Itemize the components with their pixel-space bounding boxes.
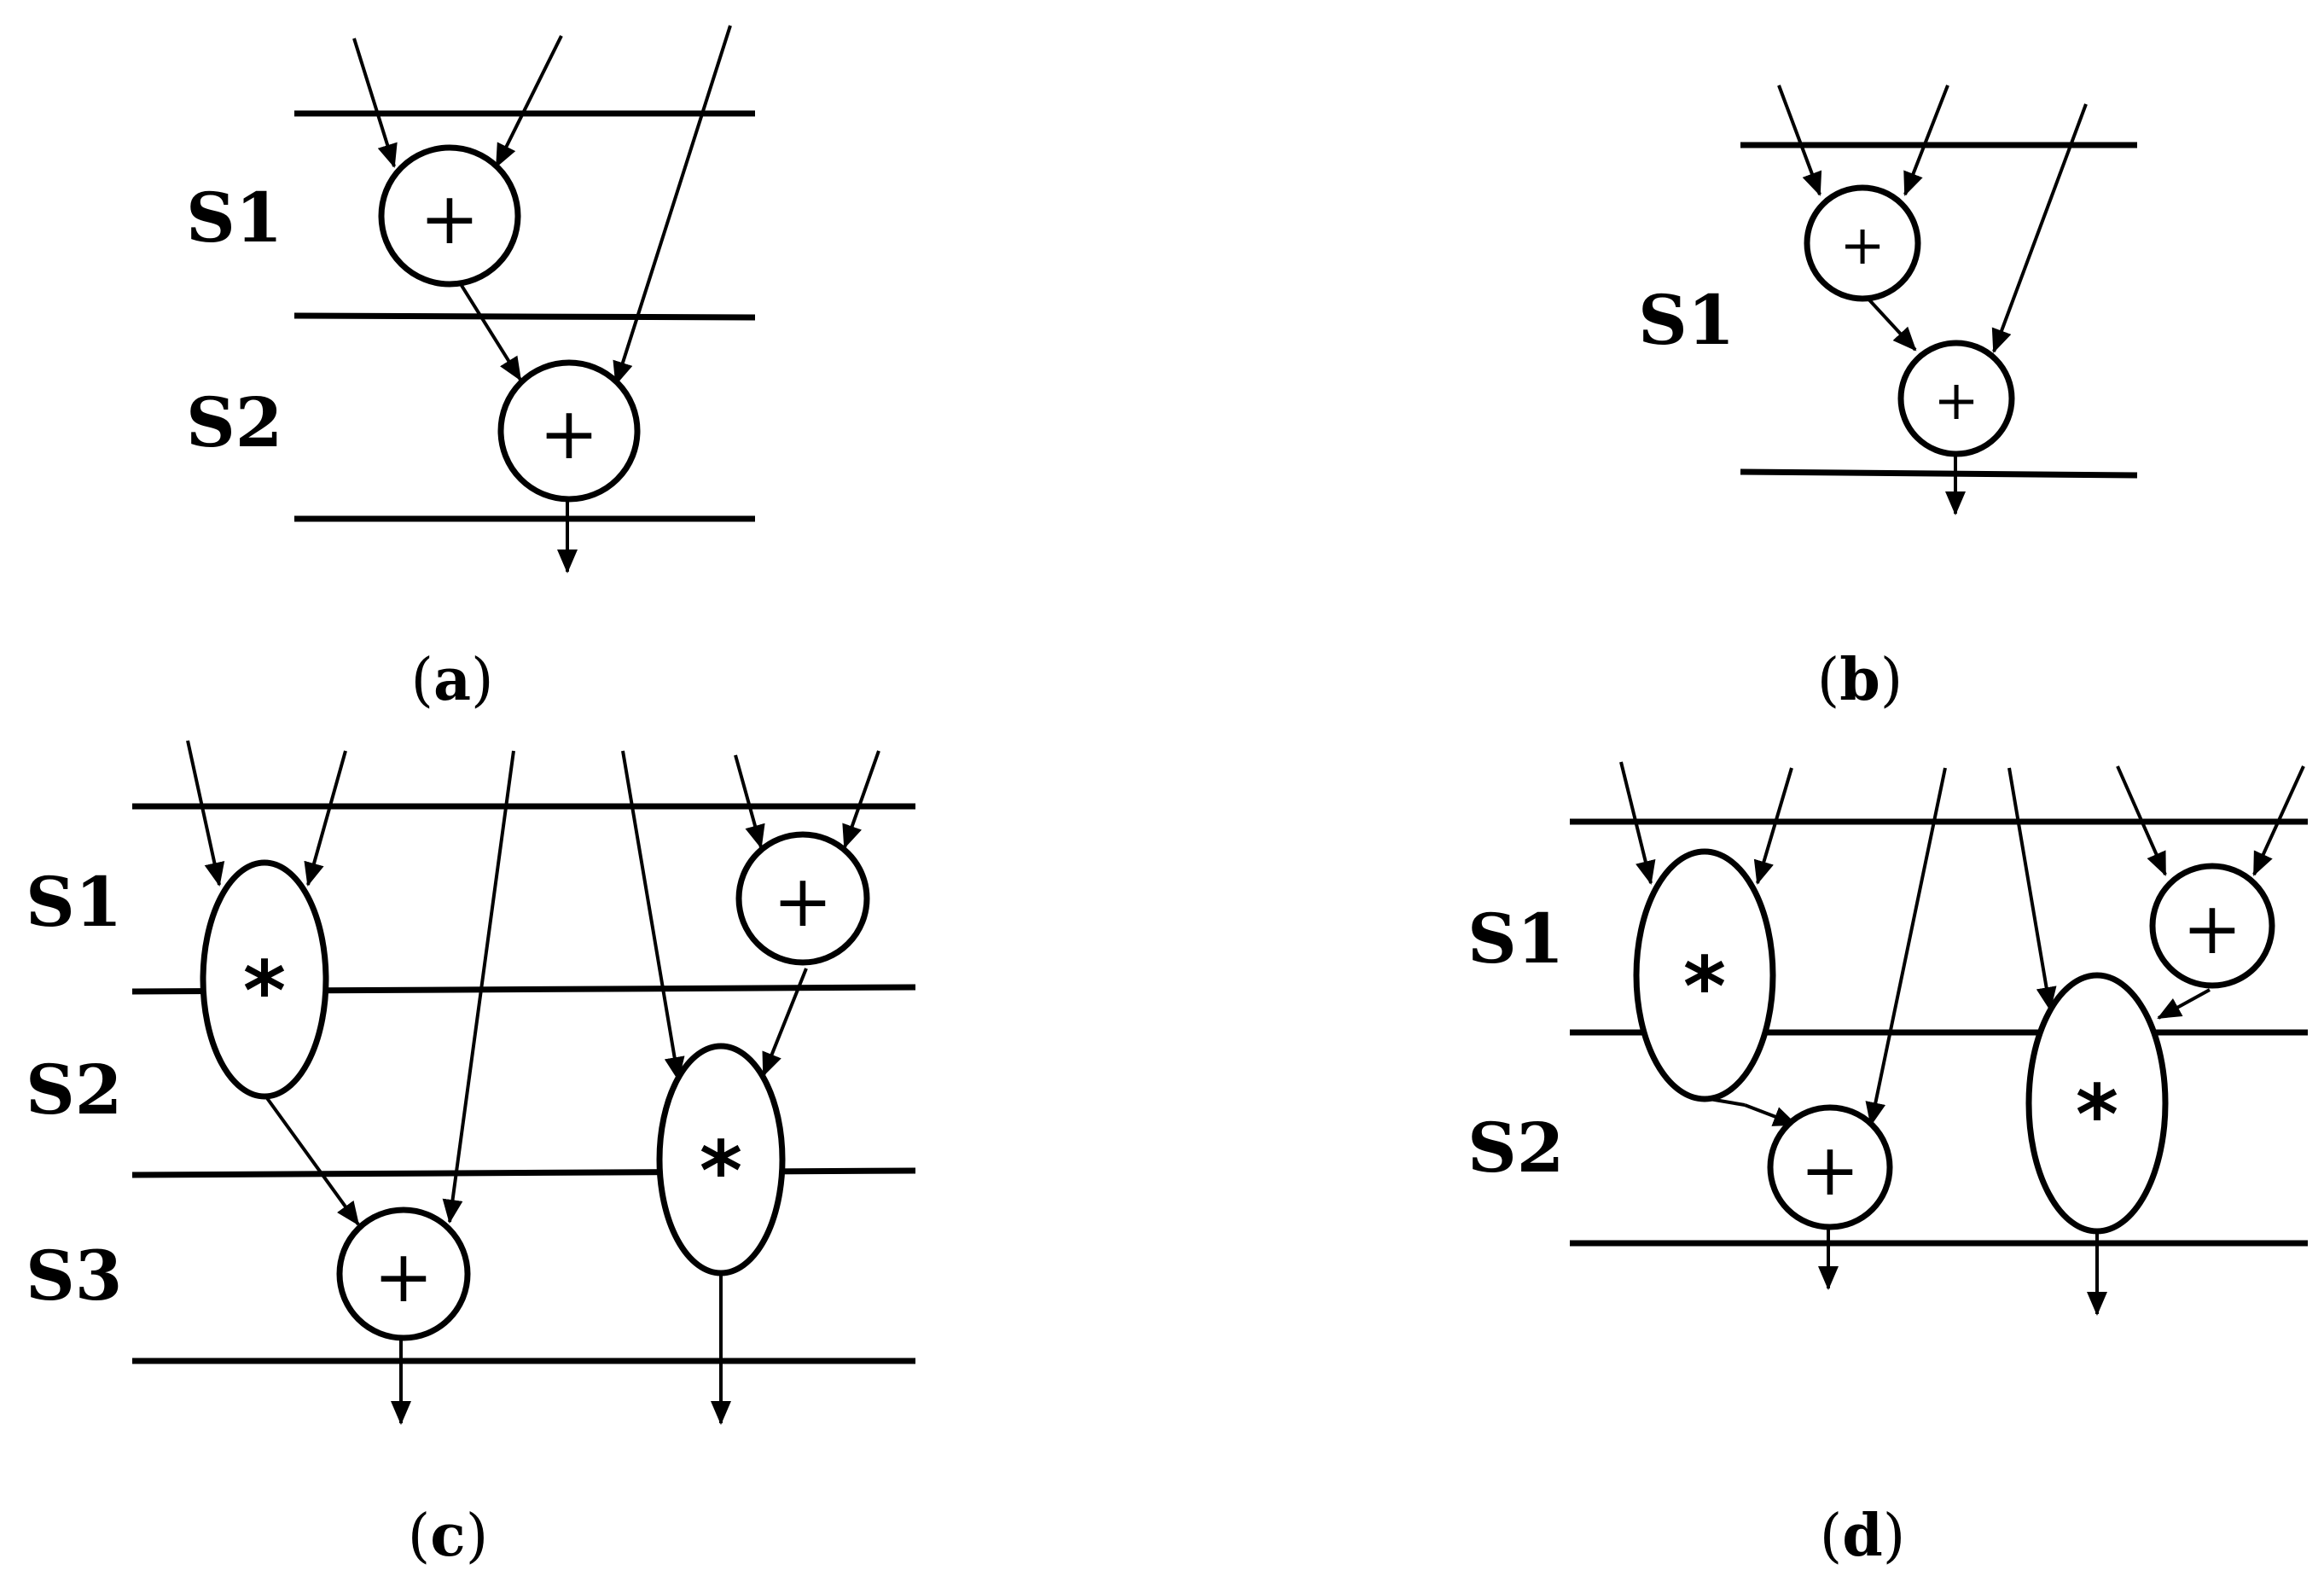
panel-caption: (a) — [410, 646, 493, 714]
add-operator: + — [773, 859, 833, 943]
input-arrow — [352, 38, 398, 168]
multiplier-node — [200, 859, 329, 1100]
stage-label: S1 — [26, 862, 122, 942]
multiplier-node — [1633, 848, 1776, 1102]
input-arrow — [304, 750, 347, 887]
stage-label: S2 — [186, 382, 282, 462]
adder-node — [497, 359, 641, 503]
adder-node — [1804, 184, 1921, 302]
panel-caption: (d) — [1820, 1502, 1906, 1570]
adder-node — [1897, 340, 2015, 457]
panel-caption: (b) — [1817, 646, 1903, 714]
stage-label: S2 — [1467, 1108, 1564, 1188]
add-operator: + — [539, 392, 599, 475]
multiply-operator: * — [700, 1124, 742, 1219]
stage-boundary-line — [293, 312, 756, 321]
panel-b: S1 + + (b) — [1638, 84, 2138, 714]
panel-d: S1 S2 * + + * (d) — [1467, 761, 2308, 1570]
input-arrow — [1777, 84, 1822, 196]
input-arrow — [2007, 767, 2057, 1011]
input-arrow — [1753, 767, 1793, 885]
dataflow-arrow — [2157, 988, 2211, 1020]
stage-label: S1 — [186, 177, 282, 258]
stage-boundary-line — [1740, 468, 2138, 479]
input-arrow — [1991, 103, 2088, 353]
multiply-operator: * — [243, 944, 286, 1039]
add-operator: + — [1800, 1128, 1860, 1212]
panel-caption: (c) — [408, 1502, 488, 1570]
add-operator: + — [1839, 214, 1885, 277]
input-arrow — [621, 750, 685, 1081]
multiplier-node — [2025, 972, 2169, 1235]
input-arrow — [1903, 84, 1949, 196]
add-operator: + — [420, 177, 479, 260]
multiply-operator: * — [1683, 939, 1726, 1035]
adder-node — [378, 144, 521, 288]
input-arrow — [1619, 761, 1656, 885]
input-arrow — [2116, 765, 2167, 876]
panel-a: S1 S2 + + (a) — [186, 25, 756, 714]
add-operator: + — [2182, 887, 2242, 970]
adder-node — [1767, 1104, 1893, 1230]
input-arrow — [613, 25, 732, 386]
panel-c: S1 S2 S3 * + + * (c) — [26, 740, 916, 1570]
multiply-operator: * — [2076, 1067, 2118, 1163]
adder-node — [336, 1207, 471, 1341]
input-arrow — [842, 750, 880, 849]
add-operator: + — [374, 1235, 433, 1318]
dataflow-arrow — [1862, 293, 1917, 352]
input-arrow — [442, 750, 515, 1224]
input-arrow — [186, 740, 225, 887]
adder-node — [2149, 863, 2275, 989]
add-operator: + — [1933, 369, 1979, 433]
input-arrow — [495, 35, 563, 168]
dataflow-arrow — [455, 276, 522, 381]
stage-label: S1 — [1467, 898, 1564, 979]
input-arrow — [2252, 765, 2305, 876]
input-arrow — [734, 754, 765, 849]
stage-boundary-line — [131, 1167, 916, 1178]
multiplier-node — [656, 1043, 786, 1276]
adder-node — [735, 831, 870, 966]
stage-label: S1 — [1638, 280, 1734, 360]
dataflow-arrow — [762, 968, 808, 1077]
dataflow-arrow — [265, 1096, 360, 1226]
stage-label: S3 — [26, 1236, 122, 1316]
stage-label: S2 — [26, 1050, 122, 1130]
input-arrow — [1865, 767, 1947, 1126]
